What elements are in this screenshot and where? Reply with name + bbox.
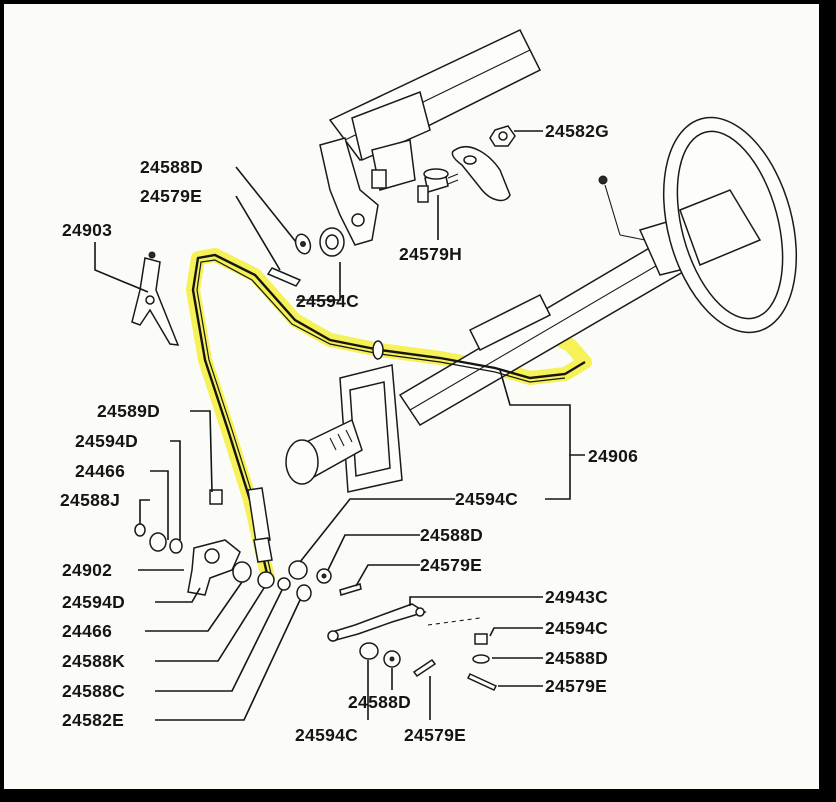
washer-24588J: [134, 523, 146, 537]
lever-24902: [187, 489, 241, 596]
washer-24588D-mid: [316, 568, 332, 584]
label-24588D-top: 24588D: [140, 157, 203, 177]
label-24579H: 24579H: [399, 244, 462, 264]
washer-24588D-r: [472, 654, 490, 664]
label-24902: 24902: [62, 560, 112, 580]
nut-24594D-a: [149, 532, 167, 552]
upper-column: [319, 29, 542, 246]
nut-24594C-bot: [359, 642, 379, 660]
steering-wheel: [598, 116, 798, 334]
frame-border-bottom: [0, 789, 836, 802]
bushing-24466-a: [169, 538, 183, 554]
label-24579E-top: 24579E: [140, 186, 202, 206]
rod-24943C: [327, 603, 481, 642]
pin-24579H: [417, 168, 459, 203]
label-24594C-mid: 24594C: [455, 489, 518, 509]
label-24579E-mid: 24579E: [420, 555, 482, 575]
cotter-24579E-bot: [412, 658, 437, 678]
label-24903: 24903: [62, 220, 112, 240]
label-24594D-b: 24594D: [62, 592, 125, 612]
firewall-plate: [285, 364, 403, 493]
label-24589D: 24589D: [97, 401, 160, 421]
nut-24594C-r: [474, 633, 488, 645]
nut-24582G: [451, 125, 516, 202]
label-24582E: 24582E: [62, 710, 124, 730]
label-24943C: 24943C: [545, 587, 608, 607]
label-24594C-top: 24594C: [296, 291, 359, 311]
label-24588D-r: 24588D: [545, 648, 608, 668]
label-24588C: 24588C: [62, 681, 125, 701]
label-24579E-bot: 24579E: [404, 725, 466, 745]
label-24579E-r: 24579E: [545, 676, 607, 696]
bushing-24588K: [257, 571, 275, 589]
label-24466-b: 24466: [62, 621, 112, 641]
leader-lines: [94, 130, 585, 721]
label-24594D-a: 24594D: [75, 431, 138, 451]
frame-border-right: [819, 0, 836, 802]
label-24588J: 24588J: [60, 490, 120, 510]
bracket-24903: [131, 251, 180, 346]
washer-24588C: [277, 577, 291, 591]
cotter-24579E-mid: [339, 583, 362, 596]
label-24588D-mid: 24588D: [420, 525, 483, 545]
nut-24594C-mid: [288, 560, 308, 580]
label-24588K: 24588K: [62, 651, 125, 671]
nut-24594C-top: [319, 227, 345, 257]
diagram-frame: 24588D 24579E 24903 24594C 24582G 24579H…: [4, 4, 819, 789]
label-24594C-r: 24594C: [545, 618, 608, 638]
washer-24588D-bot: [383, 650, 401, 668]
bushing-24466-b: [232, 561, 252, 583]
steering-column-diagram: 24588D 24579E 24903 24594C 24582G 24579H…: [60, 29, 798, 745]
label-24588D-bot: 24588D: [348, 692, 411, 712]
cotter-24579E-r: [466, 673, 498, 691]
cotter-24579E-top: [266, 267, 302, 287]
label-24594C-bot: 24594C: [295, 725, 358, 745]
label-24466-a: 24466: [75, 461, 125, 481]
washer-24588D-top: [294, 233, 312, 255]
label-24906: 24906: [588, 446, 638, 466]
cable-24906: [191, 253, 586, 579]
label-24582G: 24582G: [545, 121, 609, 141]
nut-24582E: [296, 584, 312, 602]
